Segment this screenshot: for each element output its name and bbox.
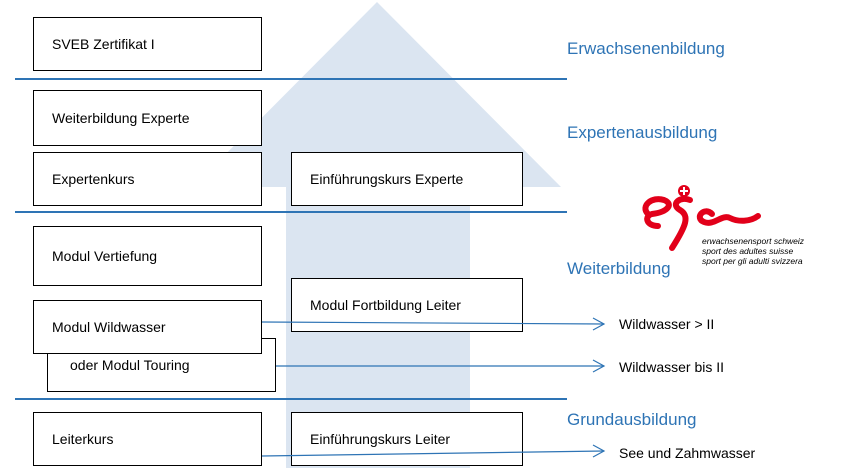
connector-line-wildwasser-gt-ii (261, 321, 605, 325)
box-expertenkurs: Expertenkurs (33, 152, 262, 206)
separator-line-top (15, 78, 567, 80)
connector-line-see-und-zahmwasser (261, 450, 605, 457)
separator-line-middle (15, 211, 567, 213)
box-label: Weiterbildung Experte (52, 110, 190, 126)
box-modul-fortbildung-leiter: Modul Fortbildung Leiter (291, 278, 523, 332)
box-label: SVEB Zertifikat I (52, 36, 155, 52)
box-label: Modul Fortbildung Leiter (310, 297, 461, 313)
box-label: Einführungskurs Leiter (310, 431, 451, 447)
annotation-wildwasser-bis-ii: Wildwasser bis II (619, 359, 725, 375)
box-label: oder Modul Touring (70, 357, 190, 373)
box-weiterbildung-experte: Weiterbildung Experte (33, 90, 262, 146)
arrowhead-icon (592, 359, 606, 373)
arrowhead-icon (592, 317, 606, 331)
box-einfuehrungskurs-experte: Einführungskurs Experte (291, 152, 523, 206)
arrowhead-icon (592, 444, 606, 458)
level-expertenausbildung: Expertenausbildung (567, 123, 718, 142)
box-label: Expertenkurs (52, 171, 135, 187)
level-erwachsenenbildung: Erwachsenenbildung (567, 39, 725, 58)
box-label: Modul Wildwasser (52, 319, 166, 335)
annotation-wildwasser-gt-ii: Wildwasser > II (619, 316, 715, 332)
box-label: Leiterkurs (52, 431, 114, 447)
box-leiterkurs: Leiterkurs (33, 412, 262, 466)
box-einfuehrungskurs-leiter: Einführungskurs Leiter (291, 412, 523, 466)
box-modul-wildwasser: Modul Wildwasser (33, 300, 262, 354)
box-sveb-zertifikat: SVEB Zertifikat I (33, 17, 262, 71)
box-label: Modul Vertiefung (52, 248, 158, 264)
box-label: Einführungskurs Experte (310, 171, 464, 187)
level-weiterbildung: Weiterbildung (567, 259, 671, 278)
logo-text-line1: erwachsenensport schweiz (702, 236, 805, 246)
box-modul-vertiefung: Modul Vertiefung (33, 226, 262, 286)
logo-text-line2: sport des adultes suisse (702, 246, 794, 256)
level-grundausbildung: Grundausbildung (567, 410, 697, 429)
annotation-see-und-zahmwasser: See und Zahmwasser (619, 445, 756, 461)
separator-line-bottom (15, 398, 567, 400)
logo-text-line3: sport per gli adulti svizzera (702, 256, 803, 266)
